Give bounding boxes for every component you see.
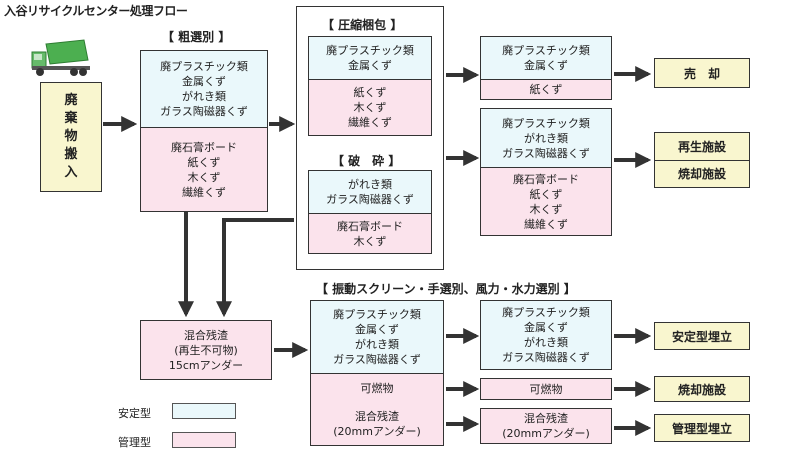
item-label: 木くず xyxy=(529,202,563,216)
compress-box: 廃プラスチック類 金属くず 紙くず 木くず 繊維くず xyxy=(308,36,432,136)
rough-sorting-box: 廃プラスチック類 金属くず がれき類 ガラス陶磁器くず 廃石膏ボード 紙くず 木… xyxy=(140,50,268,212)
item-label: 廃プラスチック類 xyxy=(160,60,248,73)
dest-managed-landfill: 管理型埋立 xyxy=(654,414,750,442)
item-label: 廃石膏ボード xyxy=(513,172,579,186)
item-label: 木くず xyxy=(353,234,387,248)
item-label: 木くず xyxy=(187,170,221,184)
waste-intake-box: 廃 棄 物 搬 入 xyxy=(40,82,102,192)
item-label: 紙くず xyxy=(529,83,563,96)
rough-sorting-heading: 【 粗選別 】 xyxy=(162,30,231,44)
waste-intake-char: 廃 xyxy=(64,93,78,108)
item-label: 混合残渣 xyxy=(524,412,568,425)
dest-incinerate: 焼却施設 xyxy=(655,159,749,188)
item-label: がれき類 xyxy=(355,338,399,351)
item-label: (再生不可物) xyxy=(174,343,238,357)
waste-intake-char: 棄 xyxy=(64,111,78,126)
item-label: 木くず xyxy=(353,101,387,114)
item-label: 廃プラスチック類 xyxy=(333,308,421,321)
item-label: 金属くず xyxy=(524,321,568,334)
item-label: がれき類 xyxy=(182,90,226,103)
rough-stable-group: 廃プラスチック類 金属くず がれき類 ガラス陶磁器くず xyxy=(141,51,267,127)
recycle-output-box: 廃プラスチック類 がれき類 ガラス陶磁器くず 廃石膏ボード 紙くず 木くず 繊維… xyxy=(480,108,612,236)
dest-recycle-incinerate: 再生施設 焼却施設 xyxy=(654,132,750,188)
compress-crush-frame xyxy=(296,6,444,270)
legend-stable-label: 安定型 xyxy=(118,407,151,420)
item-label: がれき類 xyxy=(348,178,392,191)
legend-managed-label: 管理型 xyxy=(118,436,151,449)
dest-sale: 売 却 xyxy=(654,58,750,88)
item-label: 可燃物 xyxy=(529,382,563,396)
crush-stable-group: がれき類 ガラス陶磁器くず xyxy=(309,171,431,213)
item-label: (20mmアンダー) xyxy=(502,427,590,440)
screening-managed-group: 可燃物 混合残渣 (20mmアンダー) xyxy=(311,373,443,445)
item-label: 紙くず xyxy=(353,86,387,99)
item-label: 混合残渣 xyxy=(354,409,399,423)
dump-truck-icon xyxy=(31,39,90,76)
screening-box: 廃プラスチック類 金属くず がれき類 ガラス陶磁器くず 可燃物 混合残渣 (20… xyxy=(310,300,444,446)
mixed-residue-box: 混合残渣 (再生不可物) 15cmアンダー xyxy=(140,320,272,380)
page-title: 入谷リサイクルセンター処理フロー xyxy=(4,4,188,18)
item-label: 廃プラスチック類 xyxy=(502,44,590,57)
item-label: がれき類 xyxy=(524,336,568,349)
item-label: 混合残渣 xyxy=(184,328,228,342)
screening-heading: 【 振動スクリーン・手選別、風力・水力選別 】 xyxy=(316,282,576,296)
item-label: 廃石膏ボード xyxy=(171,140,237,154)
item-label: 廃プラスチック類 xyxy=(502,116,590,130)
waste-intake-char: 入 xyxy=(64,165,78,180)
dest-recycle: 再生施設 xyxy=(677,139,726,154)
crush-managed-group: 廃石膏ボード 木くず xyxy=(309,213,431,253)
crush-box: がれき類 ガラス陶磁器くず 廃石膏ボード 木くず xyxy=(308,170,432,254)
crush-heading: 【 破 砕 】 xyxy=(332,154,401,168)
item-label: 繊維くず xyxy=(348,116,392,129)
item-label: 紙くず xyxy=(529,187,563,201)
rough-managed-group: 廃石膏ボード 紙くず 木くず 繊維くず xyxy=(141,127,267,211)
item-label: がれき類 xyxy=(524,131,568,145)
screening-stable-group: 廃プラスチック類 金属くず がれき類 ガラス陶磁器くず xyxy=(311,301,443,373)
screen-out-stable-box: 廃プラスチック類 金属くず がれき類 ガラス陶磁器くず xyxy=(480,300,612,370)
item-label: 繊維くず xyxy=(182,185,226,199)
item-label: 金属くず xyxy=(182,75,226,88)
recycle-managed-group: 廃石膏ボード 紙くず 木くず 繊維くず xyxy=(481,167,611,235)
compress-stable-group: 廃プラスチック類 金属くず xyxy=(309,37,431,79)
item-label: ガラス陶磁器くず xyxy=(333,353,421,366)
item-label: 金属くず xyxy=(355,323,399,336)
item-label: 可燃物 xyxy=(360,381,394,395)
sale-stable-group: 廃プラスチック類 金属くず xyxy=(481,37,611,79)
item-label: 廃石膏ボード xyxy=(337,219,403,233)
dest-incinerate-2: 焼却施設 xyxy=(654,376,750,402)
waste-intake-char: 物 xyxy=(64,129,78,144)
item-label: 金属くず xyxy=(348,59,392,72)
screen-out-combustible-box: 可燃物 xyxy=(480,378,612,400)
item-label: (20mmアンダー) xyxy=(333,424,421,438)
arrow-frame-to-mixed xyxy=(216,218,294,318)
dest-stable-landfill: 安定型埋立 xyxy=(654,322,750,350)
compress-managed-group: 紙くず 木くず 繊維くず xyxy=(309,79,431,135)
item-label: 廃プラスチック類 xyxy=(502,306,590,319)
item-label: 金属くず xyxy=(524,59,568,72)
item-label: 15cmアンダー xyxy=(168,358,244,372)
compress-heading: 【 圧縮梱包 】 xyxy=(322,18,403,32)
item-label: ガラス陶磁器くず xyxy=(326,193,414,206)
item-label: ガラス陶磁器くず xyxy=(160,105,248,118)
screen-out-residue-box: 混合残渣 (20mmアンダー) xyxy=(480,408,612,444)
item-label: 廃プラスチック類 xyxy=(326,44,414,57)
recycle-stable-group: 廃プラスチック類 がれき類 ガラス陶磁器くず xyxy=(481,109,611,167)
screening-residue-label: 混合残渣 (20mmアンダー) xyxy=(333,409,421,439)
item-label: 紙くず xyxy=(187,155,221,169)
sale-output-box: 廃プラスチック類 金属くず 紙くず xyxy=(480,36,612,100)
item-label: ガラス陶磁器くず xyxy=(502,351,590,364)
item-label: ガラス陶磁器くず xyxy=(502,146,590,160)
legend-managed-swatch xyxy=(172,432,236,448)
sale-managed-group: 紙くず xyxy=(481,79,611,99)
legend-stable-swatch xyxy=(172,403,236,419)
waste-intake-char: 搬 xyxy=(64,147,78,162)
item-label: 繊維くず xyxy=(524,217,568,231)
